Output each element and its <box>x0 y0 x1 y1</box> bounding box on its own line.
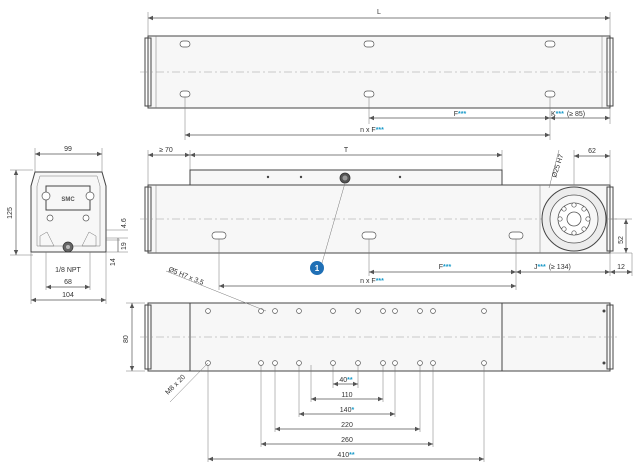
thread-label: M8 x 20 <box>164 374 187 397</box>
dim-80-label: 80 <box>123 335 130 343</box>
top-span-marker: *** <box>376 127 384 134</box>
pin-label: Ø5 H7 x 3.5 <box>167 266 204 287</box>
side-end-symbol: J <box>534 264 538 271</box>
end-view: 99 125 SMC 4.6 19 14 1/8 NPT 68 104 <box>7 146 128 304</box>
top-pitch-label: F*** <box>454 111 467 118</box>
slot <box>361 231 377 240</box>
port-label: 1/8 NPT <box>55 267 81 274</box>
side-pitch-label: F*** <box>439 264 452 271</box>
dim-40-marker: ** <box>347 377 353 384</box>
end-width-top-label: 99 <box>64 146 72 153</box>
slot <box>363 90 375 98</box>
dim-12-label: 12 <box>617 264 625 271</box>
top-end-label: K***(≥ 85) <box>551 111 585 118</box>
dim-68-label: 68 <box>64 279 72 286</box>
dim-140-value: 140 <box>340 407 352 414</box>
top-end-symbol: K <box>551 111 556 118</box>
side-travel-label: T <box>344 147 349 154</box>
callout-1-number: 1 <box>315 264 320 273</box>
top-pitch-marker: *** <box>458 111 466 118</box>
side-pitch-marker: *** <box>443 264 451 271</box>
dim-14-label: 14 <box>110 258 117 266</box>
side-view: ≥ 70 T <box>140 147 633 290</box>
end-height-label: 125 <box>7 207 14 219</box>
top-span-label: n x F*** <box>360 127 384 134</box>
slot <box>363 40 375 48</box>
slot <box>508 231 524 240</box>
slot <box>179 40 191 48</box>
overall-length-label: L <box>377 9 381 16</box>
slot <box>211 231 227 240</box>
top-pitch-symbol: F <box>454 111 458 118</box>
slot <box>544 90 556 98</box>
side-span-marker: *** <box>376 278 384 285</box>
dim-260-label: 260 <box>341 437 353 444</box>
callout-1-badge <box>310 261 324 275</box>
top-view: L F*** K***(≥ 85) n x F*** <box>140 9 618 140</box>
dim-40-label: 40** <box>339 377 353 384</box>
end-width-bottom-label: 104 <box>62 292 74 299</box>
dim-62-label: 62 <box>588 148 596 155</box>
bottom-view: Ø5 H7 x 3.5 80 M8 x 20 40** 110 140* 220… <box>123 266 618 462</box>
side-min-label: ≥ 70 <box>159 147 173 154</box>
dim-140-marker: * <box>351 407 354 414</box>
end-profile <box>30 171 107 253</box>
bottom-hole-pattern <box>205 308 606 366</box>
dim-40-value: 40 <box>339 377 347 384</box>
side-span-symbol: n x F <box>360 278 376 285</box>
dim-140-label: 140* <box>340 407 355 414</box>
dim-110-label: 110 <box>341 392 352 399</box>
side-span-label: n x F*** <box>360 278 384 285</box>
dim-4-6-label: 4.6 <box>121 218 128 228</box>
side-view-slots <box>211 231 524 240</box>
shaft-end-flange <box>541 186 607 252</box>
slot <box>179 90 191 98</box>
slot <box>544 40 556 48</box>
side-end-marker: *** <box>538 264 546 271</box>
top-end-marker: *** <box>556 111 564 118</box>
dim-220-label: 220 <box>341 422 353 429</box>
dim-19-label: 19 <box>121 242 128 250</box>
end-logo: SMC <box>61 197 75 203</box>
dim-410-value: 410 <box>337 452 349 459</box>
side-pitch-symbol: F <box>439 264 443 271</box>
side-end-note: (≥ 134) <box>549 264 571 271</box>
top-end-note: (≥ 85) <box>567 111 585 118</box>
dim-410-marker: ** <box>349 452 355 459</box>
dim-52-label: 52 <box>618 236 625 244</box>
bore-label: Ø25 H7 <box>551 153 565 178</box>
dim-410-label: 410** <box>337 452 354 459</box>
top-span-symbol: n x F <box>360 127 376 134</box>
side-end-label: J***(≥ 134) <box>534 264 571 271</box>
top-view-slots <box>179 40 556 98</box>
